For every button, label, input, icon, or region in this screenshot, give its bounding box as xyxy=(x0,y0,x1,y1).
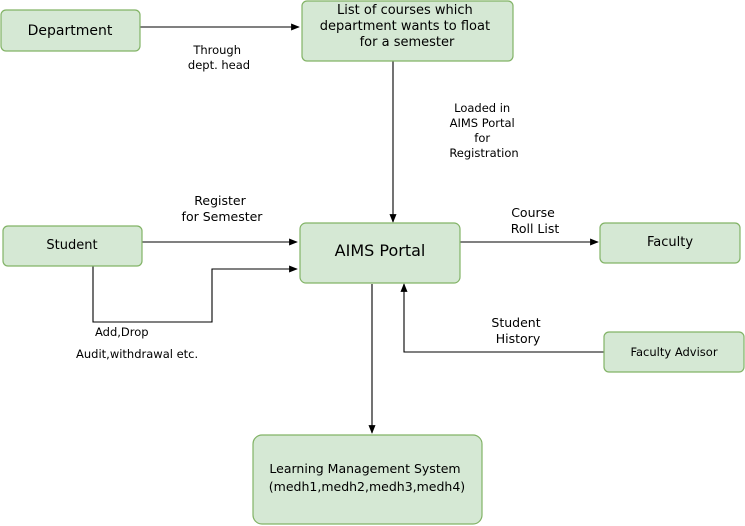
node-department: Department xyxy=(0,9,141,52)
node-department-label: Department xyxy=(28,23,113,39)
node-student: Student xyxy=(2,225,143,267)
edge-advisor-to-aims xyxy=(400,283,604,353)
node-aims-portal: AIMS Portal xyxy=(299,222,461,284)
node-courses-list: List of courses which department wants t… xyxy=(301,0,514,62)
edge-label-add-drop: Add,Drop Audit,withdrawal etc. xyxy=(76,325,198,361)
edge-label-course-roll-list: Course Roll List xyxy=(511,205,560,236)
node-faculty-label: Faculty xyxy=(647,235,693,250)
node-faculty: Faculty xyxy=(599,222,741,264)
node-faculty-advisor: Faculty Advisor xyxy=(603,331,745,373)
node-lms: Learning Management System (medh1,medh2,… xyxy=(252,434,483,525)
node-faculty-advisor-label: Faculty Advisor xyxy=(630,345,717,359)
edge-label-through-dept-head: Through dept. head xyxy=(188,43,250,72)
node-courses-list-label: List of courses which department wants t… xyxy=(320,3,494,50)
edge-label-register-semester: Register for Semester xyxy=(182,193,264,224)
node-aims-portal-label: AIMS Portal xyxy=(335,241,426,260)
node-lms-label: Learning Management System (medh1,medh2,… xyxy=(269,461,465,494)
node-student-label: Student xyxy=(46,238,97,253)
edge-student-add-drop xyxy=(92,265,298,323)
edge-label-student-history: Student History xyxy=(491,315,544,346)
edge-label-loaded-in-aims: Loaded in AIMS Portal for Registration xyxy=(449,101,518,160)
